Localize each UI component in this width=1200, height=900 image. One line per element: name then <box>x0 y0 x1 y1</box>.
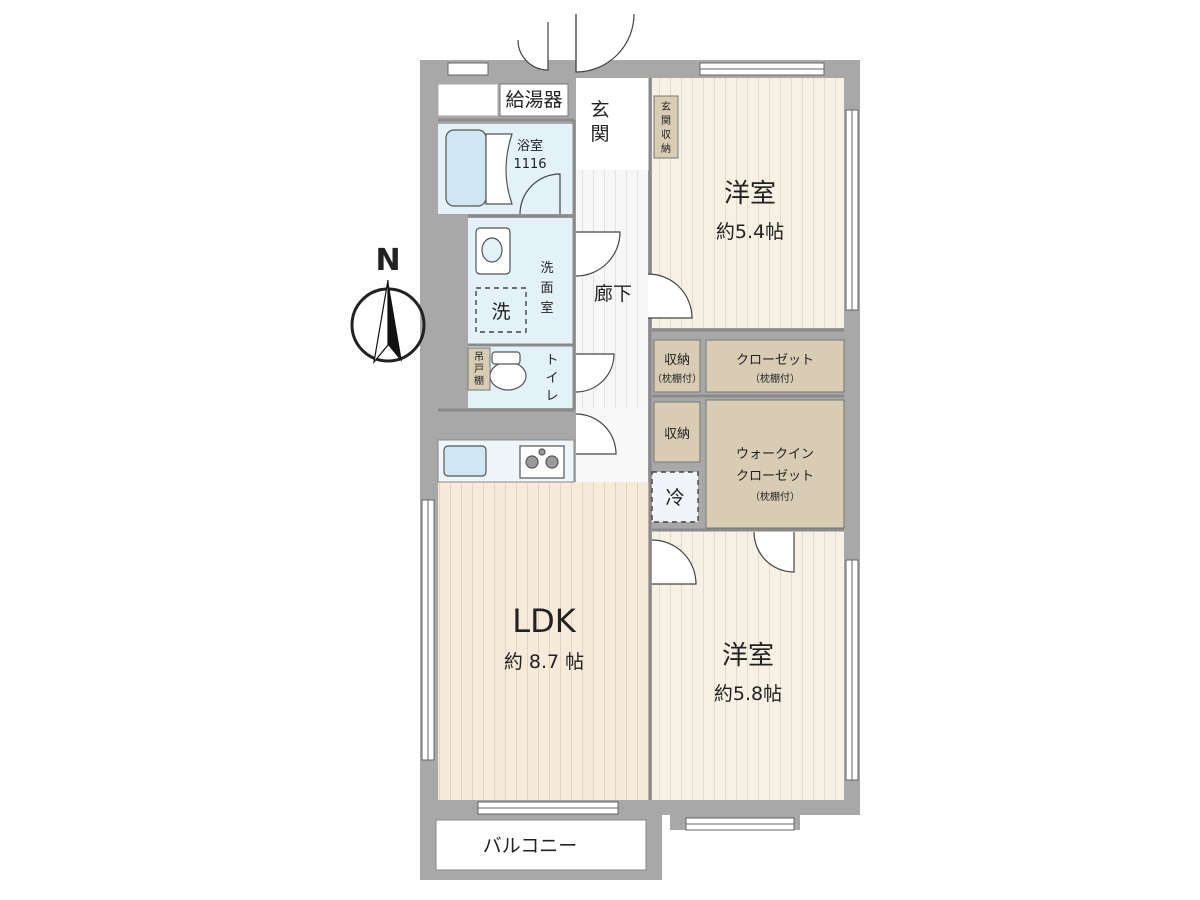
entrance-storage-label: 玄 関 収 納 <box>661 100 671 155</box>
plan-text: 約 8.7 帖 <box>504 651 584 673</box>
plan-text: 納 <box>661 142 671 155</box>
plan-text: 関 <box>661 115 671 127</box>
western-room-north-floor <box>652 78 844 328</box>
door-swings <box>517 13 795 585</box>
closet-label: クローゼット （枕棚付） <box>736 353 814 385</box>
ldk-floor <box>438 482 650 800</box>
western-room-north-label: 洋室 約5.4帖 <box>716 179 784 243</box>
entrance-label: 玄 関 <box>590 99 609 145</box>
hanging-cabinet-box <box>467 347 491 391</box>
washer-space <box>475 287 527 333</box>
plan-text: イ <box>545 371 558 386</box>
storage-2-label: 収納 <box>664 427 690 442</box>
closet-box <box>705 339 845 393</box>
windows <box>421 62 859 831</box>
interior-walls <box>438 78 844 800</box>
plan-text: （枕棚付） <box>652 372 702 385</box>
stove-fixture <box>519 445 565 479</box>
western-room-south-label: 洋室 約5.8帖 <box>714 641 782 705</box>
storage-1-box <box>653 339 701 393</box>
plan-text: 棚 <box>474 374 484 387</box>
plan-text: 収納 <box>664 353 690 368</box>
fridge-label: 冷 <box>665 487 684 509</box>
plan-text: （枕棚付） <box>750 372 800 385</box>
washbasin-fixture <box>475 227 511 275</box>
plan-text: 約5.8帖 <box>714 683 782 705</box>
plan-text: ト <box>545 353 558 368</box>
washroom-label: 洗 面 室 <box>540 261 553 316</box>
fridge-space <box>651 471 699 523</box>
plan-text: 玄 <box>590 99 609 121</box>
walk-in-closet-label: ウォークイン クローゼット （枕棚付） <box>736 447 814 503</box>
sink-fixture <box>443 445 487 477</box>
plan-text: クローゼット <box>736 469 814 484</box>
water-heater-label: 給湯器 <box>505 89 562 111</box>
plan-text: 洋室 <box>724 179 776 209</box>
bathtub-fixture <box>445 129 513 207</box>
toilet-fixture <box>489 351 527 391</box>
storage-1-label: 収納 （枕棚付） <box>652 353 702 385</box>
walk-in-closet-box <box>705 399 845 529</box>
corridor-label: 廊下 <box>594 283 632 305</box>
entrance-floor <box>576 78 650 170</box>
plan-text: ウォークイン <box>736 447 814 462</box>
plan-text: 洋室 <box>722 641 774 671</box>
plan-text: （枕棚付） <box>750 490 800 503</box>
toilet-label: ト イ レ <box>545 353 558 404</box>
balcony-label: バルコニー <box>483 835 578 857</box>
plan-text: 関 <box>590 123 609 145</box>
compass-letter: N <box>375 243 400 278</box>
hanging-cabinet-label: 吊 戸 棚 <box>474 351 484 387</box>
plan-text: 浴室 <box>517 138 543 154</box>
entrance-storage-box <box>653 95 679 159</box>
ldk-label: LDK 約 8.7 帖 <box>504 602 584 673</box>
plan-text: 戸 <box>474 363 484 375</box>
storage-2-box <box>653 401 701 463</box>
washer-label: 洗 <box>491 301 510 323</box>
plan-text: クローゼット <box>736 353 814 368</box>
bathroom-label: 浴室 1116 <box>513 138 546 172</box>
plan-text: 約5.4帖 <box>716 221 784 243</box>
plan-text: 面 <box>540 281 553 296</box>
plan-text: 吊 <box>474 351 484 363</box>
compass: N <box>350 243 426 365</box>
plan-text: 収 <box>661 129 671 141</box>
plan-text: 玄 <box>661 100 671 113</box>
plan-text: 洗 <box>540 261 553 276</box>
plan-text: レ <box>545 389 558 404</box>
plan-text: 1116 <box>513 157 546 172</box>
plan-text: 室 <box>540 300 553 316</box>
balcony <box>420 815 662 880</box>
water-heater-box <box>499 83 569 117</box>
plan-text: LDK <box>512 602 576 640</box>
